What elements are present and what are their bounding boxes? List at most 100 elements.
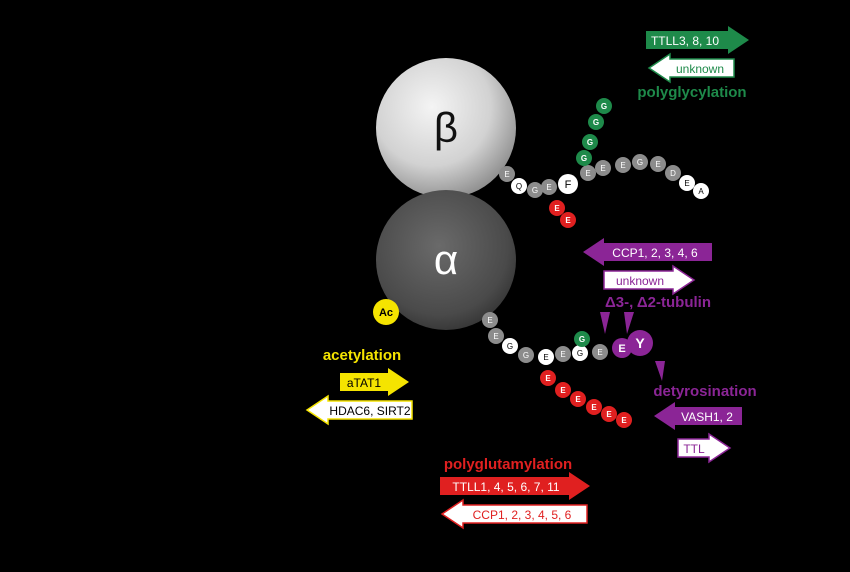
beta-gly-residue-label: G <box>601 102 607 111</box>
beta-tail-residue-label: A <box>698 187 704 196</box>
beta-tubulin-subunit <box>376 58 516 198</box>
beta-tail-residue-label: E <box>655 160 660 169</box>
alpha-tail-residue <box>482 312 498 328</box>
alpha-glu-residue <box>540 370 556 386</box>
beta-tail-residue <box>558 174 578 194</box>
deglutamylase-label: CCP1, 2, 3, 4, 5, 6 <box>473 508 572 522</box>
deacetylase-label: HDAC6, SIRT2 <box>329 404 410 418</box>
atat1-label: aTAT1 <box>347 376 382 390</box>
alpha-label: α <box>434 236 458 283</box>
beta-glu-residue <box>549 200 565 216</box>
beta-tail-residue <box>580 165 596 181</box>
beta-tail-residue-label: D <box>670 169 676 178</box>
alpha-glu-residue <box>601 406 617 422</box>
beta-tail-residue-label: E <box>684 179 689 188</box>
deglycylase-arrow <box>647 52 735 84</box>
alpha-tail-residue-label: E <box>618 343 625 355</box>
alpha-gly-residue-label: G <box>579 335 585 344</box>
beta-tail-residue-label: E <box>600 164 605 173</box>
alpha-tail-residue-label: Y <box>635 335 645 351</box>
beta-tail-residue <box>511 178 527 194</box>
beta-tail-residue-label: Q <box>516 182 522 191</box>
beta-glu-residue-label: E <box>554 204 560 213</box>
alpha-tail-residue-label: E <box>487 316 492 325</box>
beta-tail-residue <box>595 160 611 176</box>
detyrosination-pointer <box>655 361 665 381</box>
polyglutamylation-title: polyglutamylation <box>444 456 572 473</box>
alpha-tail-residue <box>572 345 588 361</box>
beta-tail-residue-label: E <box>546 183 551 192</box>
alpha-glu-residue-label: E <box>606 410 612 419</box>
alpha-tail-residue-label: E <box>560 350 565 359</box>
beta-tail-residue <box>499 166 515 182</box>
ttll-glycylase-arrow <box>646 26 749 54</box>
delta-tubulin-label: Δ3-, Δ2-tubulin <box>605 294 711 311</box>
alpha-tail-residue-label: G <box>577 349 583 358</box>
alpha-tail-residue <box>538 349 554 365</box>
alpha-tubulin-subunit <box>376 190 516 330</box>
acetylation-title: acetylation <box>323 347 401 364</box>
beta-gly-residue <box>596 98 612 114</box>
beta-glu-residue <box>560 212 576 228</box>
beta-gly-residue-label: G <box>587 138 593 147</box>
beta-tail-residue <box>693 183 709 199</box>
beta-glu-residue-label: E <box>565 216 571 225</box>
ttll-glutamylase-arrow <box>440 472 590 500</box>
detyrosination-title: detyrosination <box>653 383 756 400</box>
alpha-glu-residue <box>616 412 632 428</box>
delta2-pointer <box>624 312 634 334</box>
beta-tail-residue-label: G <box>532 186 538 195</box>
ccp-detyr-removal-label: CCP1, 2, 3, 4, 6 <box>612 246 698 260</box>
vash-label: VASH1, 2 <box>681 410 733 424</box>
beta-tail-residue <box>527 182 543 198</box>
ccp-detyr-removal-arrow <box>583 238 712 266</box>
alpha-tail-residue-label: G <box>523 351 529 360</box>
alpha-tail-residue-label: E <box>597 348 602 357</box>
alpha-glu-residue-label: E <box>560 386 566 395</box>
beta-gly-residue-label: G <box>581 154 587 163</box>
alpha-tail-residue-label: G <box>507 342 513 351</box>
ttl-arrow <box>677 432 732 464</box>
deglycylase-label: unknown <box>676 62 724 76</box>
beta-gly-residue <box>588 114 604 130</box>
beta-tail-residue-label: G <box>637 158 643 167</box>
alpha-glu-residue-label: E <box>575 395 581 404</box>
beta-gly-residue <box>582 134 598 150</box>
deacetylase-arrow <box>305 394 413 426</box>
beta-tail-residue <box>665 165 681 181</box>
beta-tail-residue-label: E <box>620 161 625 170</box>
alpha-glu-residue <box>570 391 586 407</box>
alpha-tail-residue-label: E <box>543 353 548 362</box>
beta-gly-residue <box>576 150 592 166</box>
alpha-glu-residue-label: E <box>545 374 551 383</box>
beta-tail-residue <box>541 179 557 195</box>
atat1-arrow <box>340 368 409 396</box>
alpha-tail-residue <box>518 347 534 363</box>
alpha-tail-residue <box>555 346 571 362</box>
beta-tail-residue-label: F <box>565 179 572 191</box>
alpha-tail-residue <box>592 344 608 360</box>
beta-label: β <box>434 104 458 151</box>
beta-tail-residue <box>679 175 695 191</box>
alpha-glu-residue-label: E <box>621 416 627 425</box>
alpha-tail-residue-label: E <box>493 332 498 341</box>
unknown-delta-label: unknown <box>616 274 664 288</box>
alpha-tail-residue <box>627 330 653 356</box>
beta-gly-residue-label: G <box>593 118 599 127</box>
beta-tail-residue-label: E <box>585 169 590 178</box>
beta-tail-residue <box>615 157 631 173</box>
alpha-glu-residue <box>555 382 571 398</box>
ttll-glycylase-label: TTLL3, 8, 10 <box>651 34 719 48</box>
deglutamylase-arrow <box>440 498 588 530</box>
acetyl-marker <box>373 299 399 325</box>
beta-tail-residue <box>632 154 648 170</box>
alpha-tail-residue <box>502 338 518 354</box>
beta-tail-residue <box>650 156 666 172</box>
alpha-glu-residue <box>586 399 602 415</box>
ttl-label: TTL <box>683 442 705 456</box>
unknown-delta-arrow <box>603 264 696 296</box>
polyglycylation-title: polyglycylation <box>637 84 746 101</box>
ttll-glutamylase-label: TTLL1, 4, 5, 6, 7, 11 <box>452 480 560 494</box>
